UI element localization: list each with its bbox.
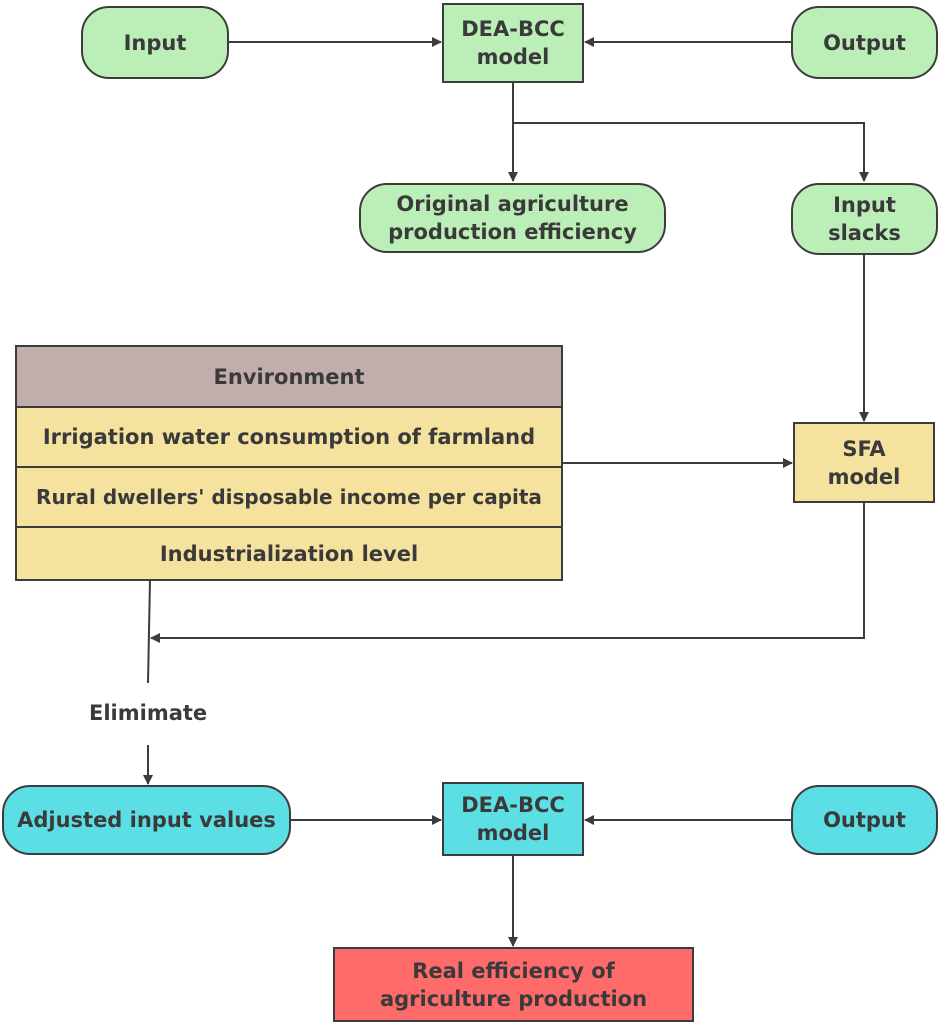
original-efficiency-node: Original agriculture production efficien… [359,183,666,253]
environment-row: Industrialization level [17,528,561,579]
environment-row: Irrigation water consumption of farmland [17,408,561,468]
arrow-to-input-slacks [513,122,869,182]
input-node: Input [81,6,229,79]
output-node: Output [791,6,938,79]
adjusted-input-node: Adjusted input values [2,785,291,855]
input-slacks-node: Input slacks [791,183,938,255]
dea-bcc-model-bottom-node: DEA-BCC model [442,782,584,856]
environment-header: Environment [17,347,561,408]
dea-bcc-model-node: DEA-BCC model [442,3,584,83]
sfa-model-node: SFA model [793,422,935,503]
real-efficiency-node: Real efficiency of agriculture productio… [333,947,694,1022]
eliminate-label: Elimimate [89,701,208,725]
line-environment-down [147,579,151,684]
arrow-sfa-back [150,503,865,643]
environment-table: Environment Irrigation water consumption… [15,345,563,581]
environment-row: Rural dwellers' disposable income per ca… [17,468,561,528]
output-bottom-node: Output [791,785,938,855]
